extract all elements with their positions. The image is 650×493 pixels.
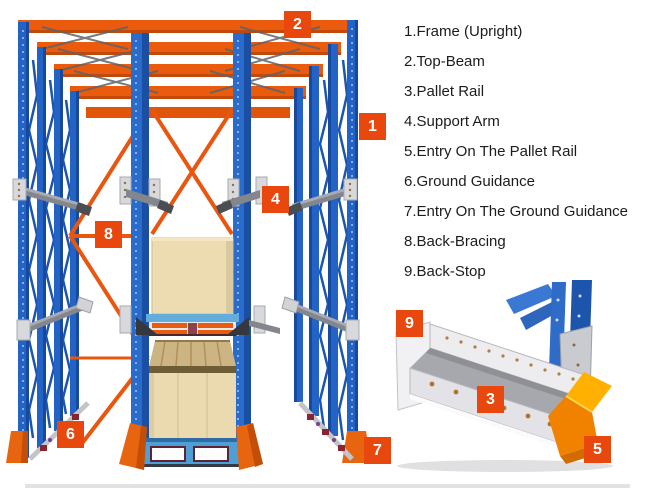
legend-item-7: 7.Entry On The Ground Guidance (404, 203, 629, 220)
legend-item-6: 6.Ground Guidance (404, 173, 535, 190)
marker-2: 2 (284, 11, 311, 38)
inset-rail-channel (409, 323, 589, 451)
top-plan-bracing (41, 26, 321, 94)
support-arms-level2 (16, 296, 360, 341)
legend-item-2: 2.Top-Beam (404, 53, 485, 70)
inset-shadow (397, 460, 613, 472)
base-pallet (141, 438, 242, 467)
upper-pallet (136, 314, 280, 336)
lower-stored-box (149, 340, 236, 438)
marker-9: 9 (396, 310, 423, 337)
frame-left (18, 22, 79, 458)
legend: 1.Frame (Upright) 2.Top-Beam 3.Pallet Ra… (404, 17, 644, 287)
marker-4: 4 (262, 186, 289, 213)
marker-8: 8 (95, 221, 122, 248)
pallet-rail-detail-inset (395, 280, 613, 472)
upper-stored-box (151, 237, 234, 315)
legend-item-5: 5.Entry On The Pallet Rail (404, 143, 578, 160)
marker-6: 6 (57, 421, 84, 448)
legend-item-8: 8.Back-Bracing (404, 233, 506, 250)
legend-item-1: 1.Frame (Upright) (404, 23, 523, 40)
support-arms-level1 (12, 176, 358, 216)
frame-right (294, 20, 358, 458)
pallet-rail-gusset-right (227, 317, 249, 335)
ground-shadow (25, 484, 630, 488)
legend-item-9: 9.Back-Stop (404, 263, 486, 280)
marker-3: 3 (477, 386, 504, 413)
pallet-rail-gusset-left (136, 317, 158, 335)
legend-item-4: 4.Support Arm (404, 113, 500, 130)
central-uprights (131, 33, 251, 455)
marker-1: 1 (359, 113, 386, 140)
rail-floor (410, 348, 588, 420)
marker-5: 5 (584, 436, 611, 463)
legend-item-3: 3.Pallet Rail (404, 83, 485, 100)
marker-7: 7 (364, 437, 391, 464)
